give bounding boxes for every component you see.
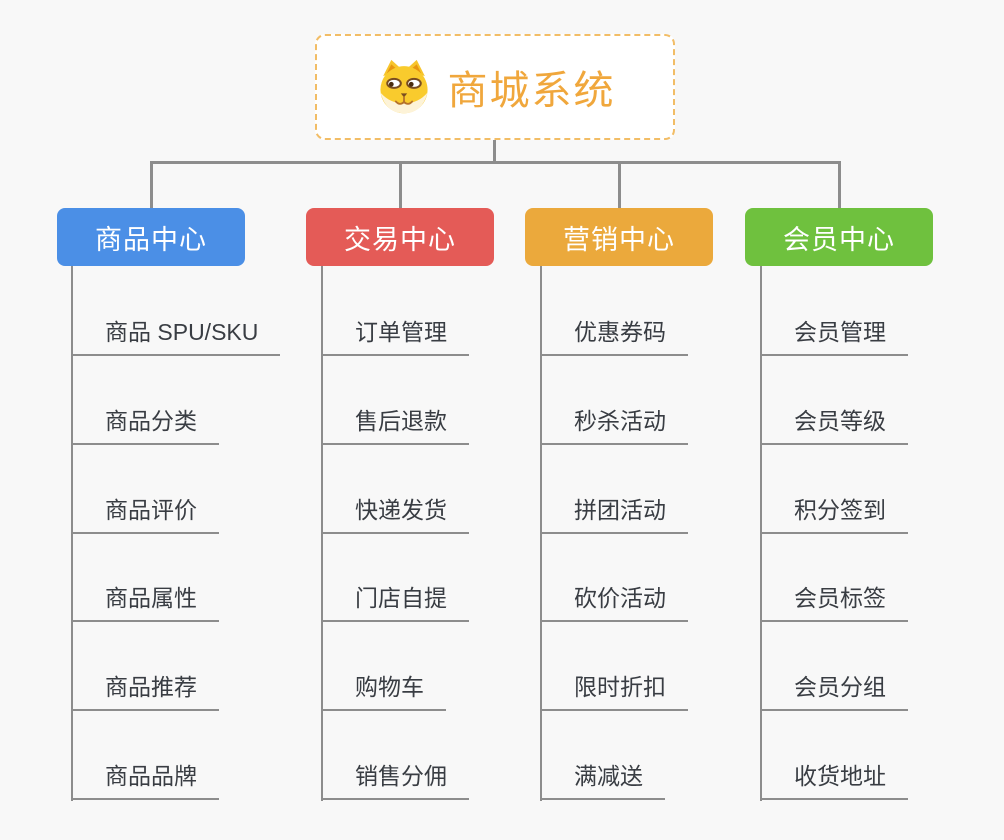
subtopic-node[interactable]: 优惠券码 [540, 318, 688, 356]
subtopic-node[interactable]: 会员管理 [760, 318, 908, 356]
root-title: 商城系统 [447, 69, 616, 113]
subtopic-node[interactable]: 商品 SPU/SKU [71, 318, 281, 356]
root-node[interactable]: 商城系统 [315, 34, 675, 140]
branch-node-marketing-center[interactable]: 营销中心 [525, 208, 713, 266]
branch-node-member-center[interactable]: 会员中心 [745, 208, 933, 266]
subtopic-node[interactable]: 会员分组 [760, 673, 908, 711]
connector-root-stem [493, 140, 496, 164]
branch-node-product-center[interactable]: 商品中心 [57, 208, 245, 266]
subtopic-node[interactable]: 商品分类 [71, 407, 219, 445]
subtopic-node[interactable]: 会员标签 [760, 584, 908, 622]
subtopic-node[interactable]: 商品品牌 [71, 762, 219, 800]
subtopic-node[interactable]: 商品推荐 [71, 673, 219, 711]
subtopic-node[interactable]: 拼团活动 [540, 496, 688, 534]
subtopic-node[interactable]: 销售分佣 [321, 762, 469, 800]
subtopic-node[interactable]: 满减送 [540, 762, 665, 800]
subtopic-node[interactable]: 砍价活动 [540, 584, 688, 622]
shiba-dog-icon [375, 57, 433, 117]
subtopic-node[interactable]: 秒杀活动 [540, 407, 688, 445]
subtopic-node[interactable]: 商品评价 [71, 496, 219, 534]
subtopic-node[interactable]: 积分签到 [760, 496, 908, 534]
subtopic-node[interactable]: 售后退款 [321, 407, 469, 445]
subtopic-node[interactable]: 快递发货 [321, 496, 469, 534]
subtopic-node[interactable]: 会员等级 [760, 407, 908, 445]
connector-drop-branch-2 [399, 161, 402, 208]
subtopic-node[interactable]: 门店自提 [321, 584, 469, 622]
connector-drop-branch-1 [150, 161, 153, 208]
connector-drop-branch-4 [838, 161, 841, 208]
connector-drop-branch-3 [618, 161, 621, 208]
subtopic-node[interactable]: 收货地址 [760, 762, 908, 800]
subtopic-node[interactable]: 商品属性 [71, 584, 219, 622]
connector-horizontal-bar [150, 161, 841, 164]
subtopic-node[interactable]: 购物车 [321, 673, 446, 711]
subtopic-node[interactable]: 订单管理 [321, 318, 469, 356]
branch-node-trade-center[interactable]: 交易中心 [306, 208, 494, 266]
subtopic-node[interactable]: 限时折扣 [540, 673, 688, 711]
